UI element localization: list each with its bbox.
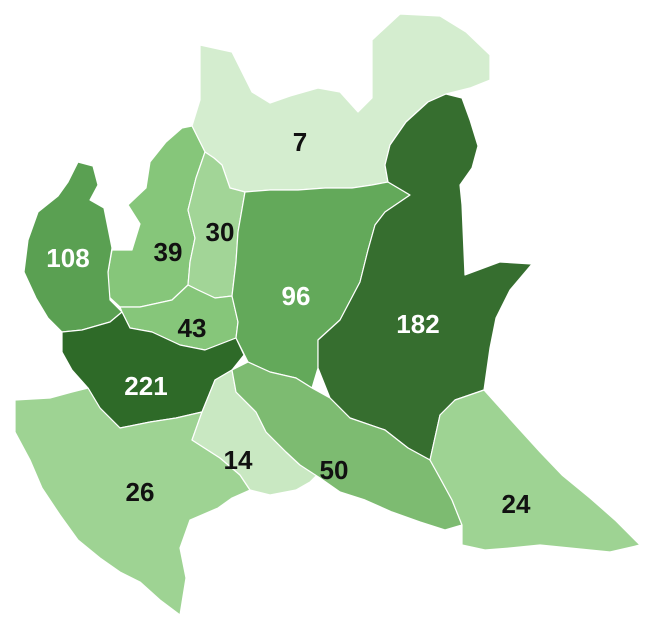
region-label-varese: 108 (46, 243, 89, 273)
region-label-lecco: 30 (206, 217, 235, 247)
region-brescia[interactable] (317, 93, 533, 461)
region-label-cremona: 50 (320, 455, 349, 485)
region-label-sondrio: 7 (293, 127, 307, 157)
region-label-bergamo: 96 (282, 281, 311, 311)
region-mantova[interactable] (429, 389, 641, 553)
region-label-mantova: 24 (502, 489, 531, 519)
region-label-brescia: 182 (396, 309, 439, 339)
region-label-milano: 221 (124, 371, 167, 401)
region-label-pavia: 26 (126, 477, 155, 507)
region-pavia[interactable] (14, 387, 251, 616)
region-label-como: 39 (154, 237, 183, 267)
region-label-lodi: 14 (224, 445, 253, 475)
region-label-monza-brianza: 43 (178, 313, 207, 343)
